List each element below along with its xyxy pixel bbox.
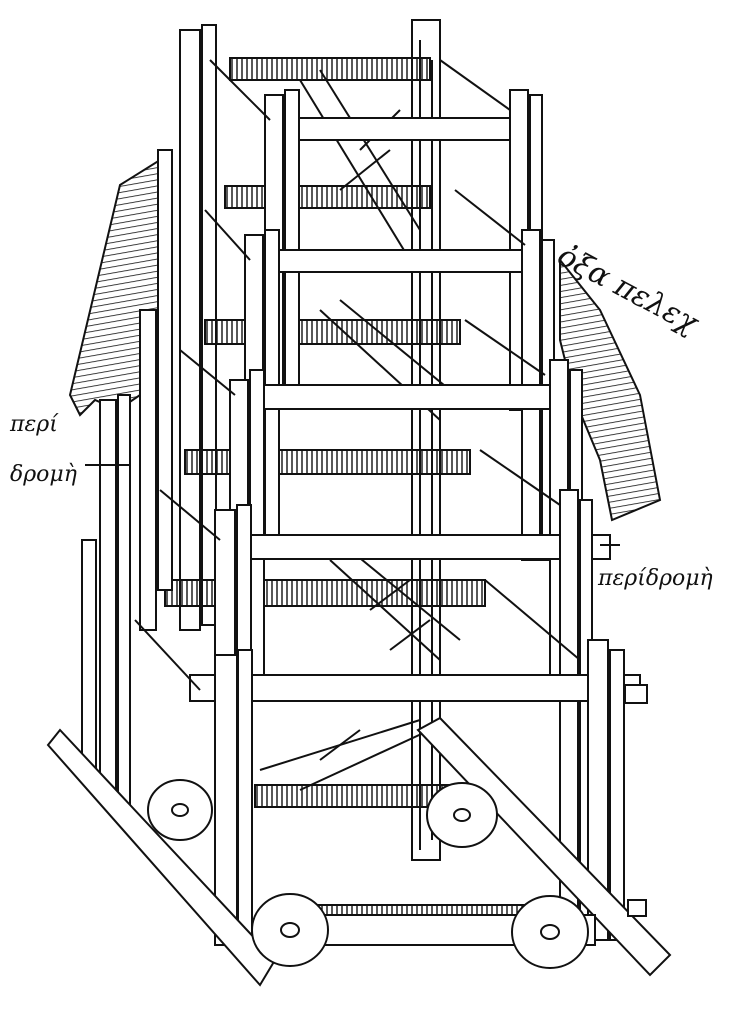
beam-end-lower-right (627, 899, 647, 917)
wheel-rear-left (147, 779, 213, 841)
label-left-annotation: περί δρομὴ (10, 410, 77, 490)
beam-end-right (624, 684, 648, 704)
base-skid-right (416, 716, 672, 977)
wheel-rear-right (426, 782, 498, 848)
wheel-front-right (511, 895, 589, 969)
label-left-line2: δρομὴ (10, 462, 77, 487)
label-right-mid-annotation: περίδρομὴ (598, 566, 713, 591)
label-left-line1: περί (10, 412, 58, 437)
rear-upright-left (179, 29, 201, 631)
wheel-front-left (251, 893, 329, 967)
side-rails (134, 59, 581, 691)
